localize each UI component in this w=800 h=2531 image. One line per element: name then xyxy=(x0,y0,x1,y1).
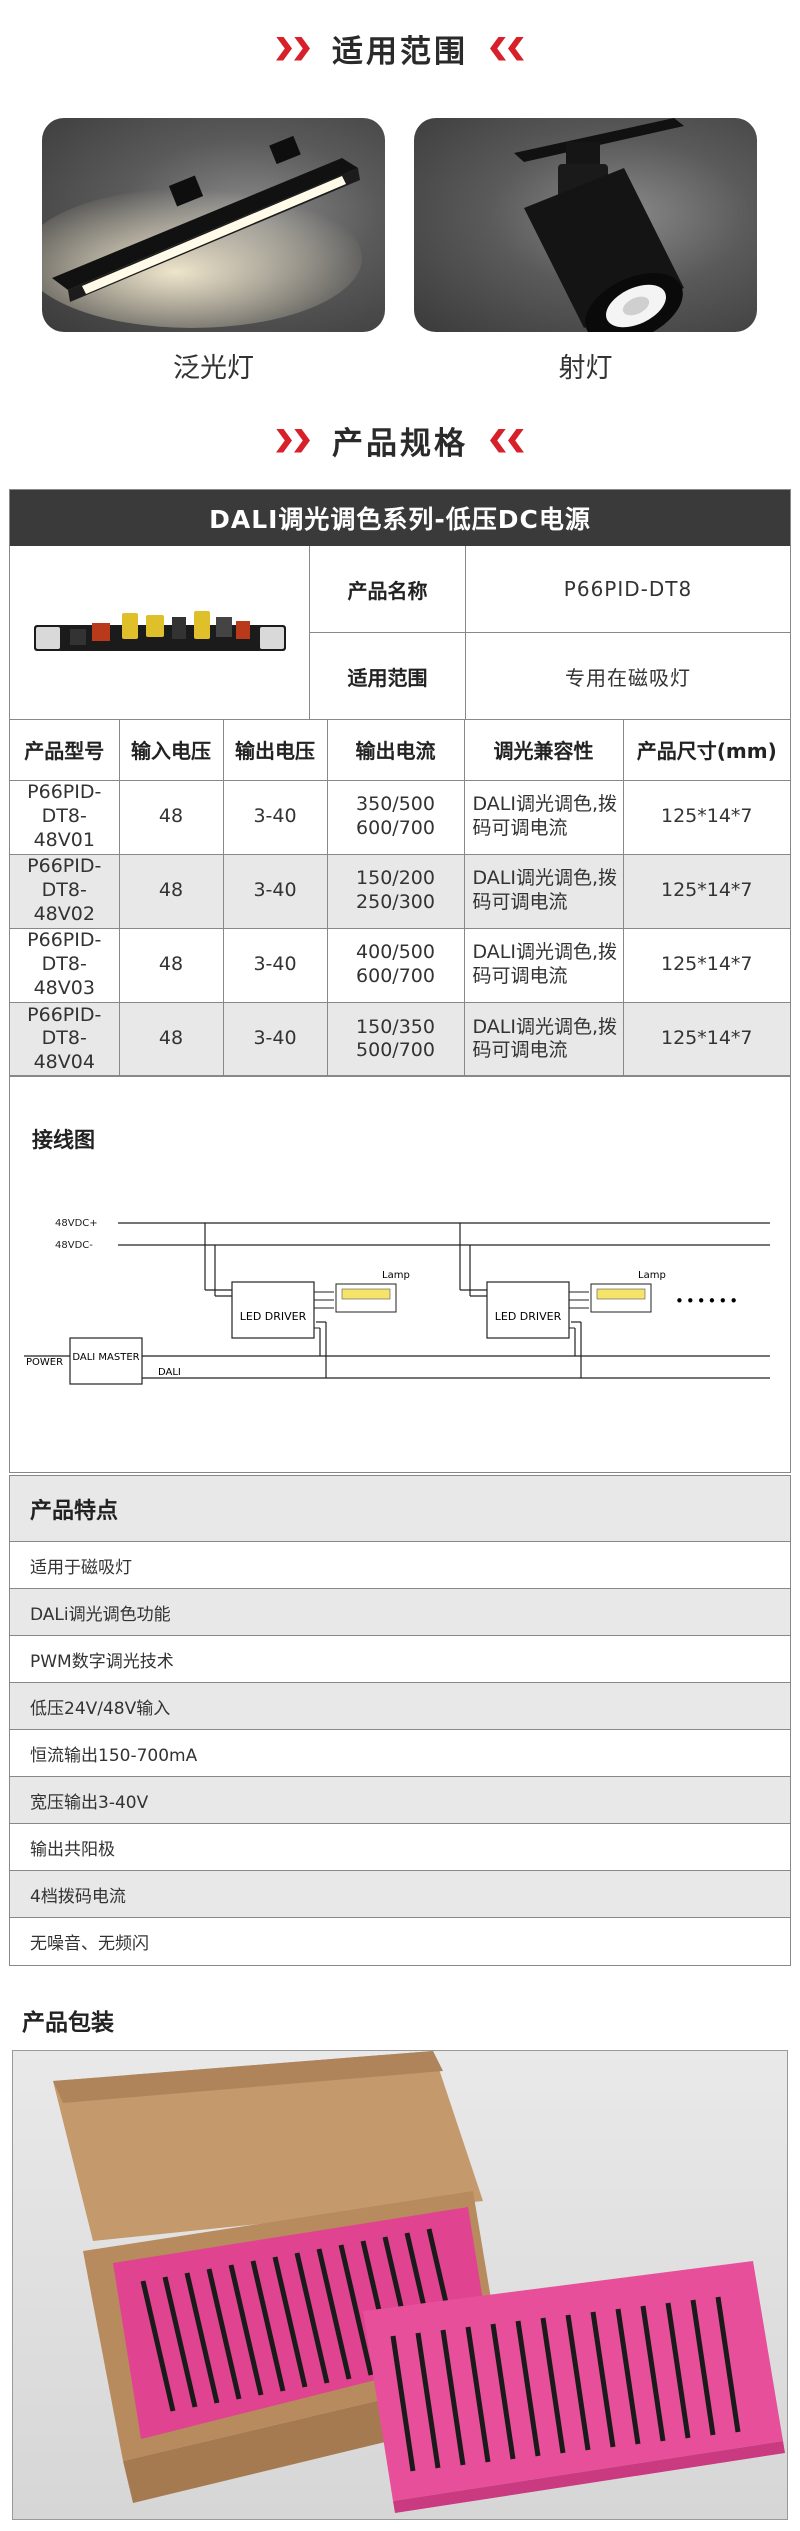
chevron-left-icon xyxy=(490,428,524,453)
features-title: 产品特点 xyxy=(10,1476,790,1542)
cell-size: 125*14*7 xyxy=(622,1001,790,1076)
list-item: 输出共阳极 xyxy=(10,1824,790,1871)
chevron-right-icon xyxy=(276,428,310,453)
cell-model: P66PID-DT8-48V03 xyxy=(10,927,120,1003)
spec-table: DALI调光调色系列-低压DC电源 产品名称 P66PID-DT8 xyxy=(9,489,791,1077)
cell-vin: 48 xyxy=(118,927,224,1003)
dali-label: DALI xyxy=(158,1367,181,1378)
cell-compat: DALI调光调色,拨码可调电流 xyxy=(463,853,624,929)
cell-vin: 48 xyxy=(118,853,224,929)
cell-size: 125*14*7 xyxy=(622,853,790,929)
vdc-minus-label: 48VDC- xyxy=(55,1240,93,1251)
table-row: P66PID-DT8-48V01 48 3-40 350/500 600/700… xyxy=(10,779,790,855)
column-header: 产品型号 xyxy=(10,720,120,781)
table-row: P66PID-DT8-48V03 48 3-40 400/500 600/700… xyxy=(10,927,790,1003)
lamp-label: Lamp xyxy=(638,1270,666,1281)
spec-summary: 产品名称 P66PID-DT8 适用范围 专用在磁吸灯 xyxy=(10,546,790,720)
spec-key: 产品名称 xyxy=(310,546,466,632)
cell-model: P66PID-DT8-48V04 xyxy=(10,1001,120,1076)
specs-heading: 产品规格 xyxy=(0,418,800,463)
driver-label: LED DRIVER xyxy=(240,1310,307,1323)
list-item: 恒流输出150-700mA xyxy=(10,1730,790,1777)
flood-light-image xyxy=(42,118,385,332)
model-table: 产品型号 输入电压 输出电压 输出电流 调光兼容性 产品尺寸(mm) P66PI… xyxy=(10,720,790,1076)
packaging-image xyxy=(12,2050,788,2520)
spec-value: 专用在磁吸灯 xyxy=(565,665,691,690)
table-row: P66PID-DT8-48V04 48 3-40 150/350 500/700… xyxy=(10,1001,790,1076)
column-header: 输入电压 xyxy=(118,720,224,781)
wiring-diagram: 48VDC+ 48VDC- LED DRIVER Lamp LED DRIVER… xyxy=(24,1218,770,1385)
features-list: 产品特点 适用于磁吸灯 DALi调光调色功能 PWM数字调光技术 低压24V/4… xyxy=(9,1475,791,1966)
spec-row-name: 产品名称 P66PID-DT8 xyxy=(310,546,790,633)
list-item: PWM数字调光技术 xyxy=(10,1636,790,1683)
column-header: 调光兼容性 xyxy=(463,720,624,781)
cell-compat: DALI调光调色,拨码可调电流 xyxy=(463,927,624,1003)
application-label: 射灯 xyxy=(558,353,613,384)
cell-size: 125*14*7 xyxy=(622,927,790,1003)
vdc-plus-label: 48VDC+ xyxy=(55,1218,98,1229)
cell-vin: 48 xyxy=(118,779,224,855)
column-header: 输出电压 xyxy=(222,720,328,781)
power-label: POWER xyxy=(26,1357,63,1368)
linear-flood-light-icon xyxy=(42,135,362,328)
list-item: 4档拨码电流 xyxy=(10,1871,790,1918)
spot-light-image xyxy=(414,118,757,332)
cell-vout: 3-40 xyxy=(222,927,328,1003)
section-title: 产品规格 xyxy=(332,426,468,462)
track-spot-light-icon xyxy=(514,118,684,332)
packaging-title: 产品包装 xyxy=(22,2010,114,2036)
chevron-right-icon xyxy=(276,36,310,61)
master-label: DALI MASTER xyxy=(72,1352,139,1363)
lamp-label: Lamp xyxy=(382,1270,410,1281)
column-header: 产品尺寸(mm) xyxy=(622,720,790,781)
driver-board-icon xyxy=(33,610,286,651)
application-label: 泛光灯 xyxy=(173,353,254,384)
cell-current: 400/500 600/700 xyxy=(326,927,465,1003)
chevron-left-icon xyxy=(490,36,524,61)
spec-title: DALI调光调色系列-低压DC电源 xyxy=(10,490,790,546)
section-title: 适用范围 xyxy=(332,34,468,70)
wiring-title: 接线图 xyxy=(32,1128,95,1152)
column-header: 输出电流 xyxy=(326,720,465,781)
ellipsis-icon: •••••• xyxy=(675,1292,740,1310)
list-item: 无噪音、无频闪 xyxy=(30,1934,149,1954)
cell-compat: DALI调光调色,拨码可调电流 xyxy=(463,779,624,855)
cell-vout: 3-40 xyxy=(222,1001,328,1076)
cell-vout: 3-40 xyxy=(222,853,328,929)
table-row: P66PID-DT8-48V02 48 3-40 150/200 250/300… xyxy=(10,853,790,929)
applications-heading: 适用范围 xyxy=(0,26,800,71)
spec-value: P66PID-DT8 xyxy=(563,577,693,601)
driver-label: LED DRIVER xyxy=(495,1310,562,1323)
product-image xyxy=(10,546,310,719)
packaging-box-icon xyxy=(53,2051,785,2513)
cell-vout: 3-40 xyxy=(222,779,328,855)
cell-current: 150/200 250/300 xyxy=(326,853,465,929)
cell-model: P66PID-DT8-48V02 xyxy=(10,853,120,929)
cell-current: 350/500 600/700 xyxy=(326,779,465,855)
list-item: DALi调光调色功能 xyxy=(10,1589,790,1636)
cell-model: P66PID-DT8-48V01 xyxy=(10,779,120,855)
spec-row-scope: 适用范围 专用在磁吸灯 xyxy=(310,633,790,719)
cell-compat: DALI调光调色,拨码可调电流 xyxy=(463,1001,624,1076)
cell-size: 125*14*7 xyxy=(622,779,790,855)
cell-vin: 48 xyxy=(118,1001,224,1076)
list-item: 低压24V/48V输入 xyxy=(10,1683,790,1730)
list-item: 宽压输出3-40V xyxy=(10,1777,790,1824)
spec-key: 适用范围 xyxy=(310,633,466,719)
list-item: 适用于磁吸灯 xyxy=(10,1542,790,1589)
wiring-diagram-box: 接线图 48VDC+ 48VDC- LED DRIVER Lamp LED DR… xyxy=(9,1075,791,1473)
cell-current: 150/350 500/700 xyxy=(326,1001,465,1076)
table-header-row: 产品型号 输入电压 输出电压 输出电流 调光兼容性 产品尺寸(mm) xyxy=(10,720,790,781)
